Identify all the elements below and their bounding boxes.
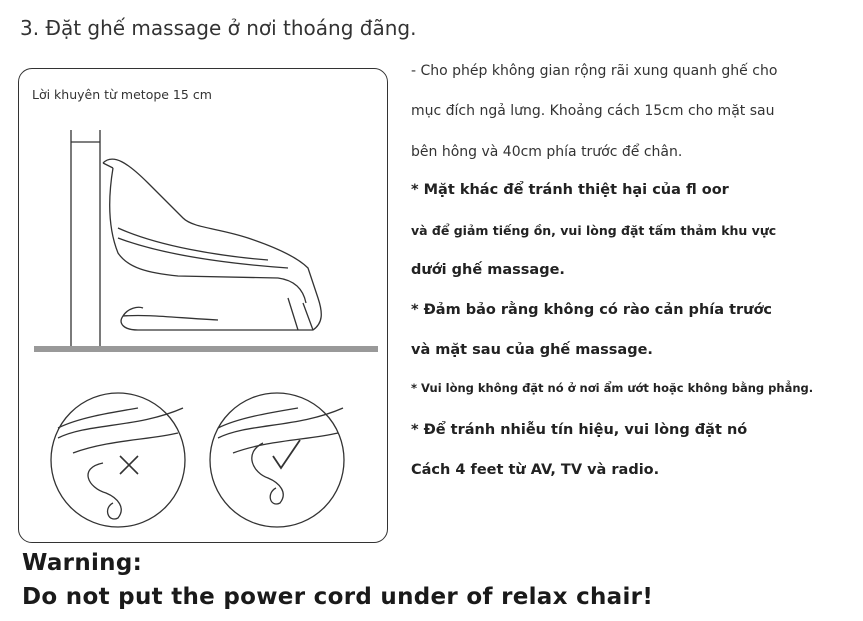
instruction-line: * Đảm bảo rằng không có rào cản phía trư…	[411, 302, 773, 318]
wrong-cross-icon	[119, 455, 139, 475]
chair-side-view	[102, 158, 322, 331]
warning-heading: Warning:	[22, 550, 143, 576]
correct-check-icon	[272, 439, 301, 470]
instruction-line: bên hông và 40cm phía trước để chân.	[411, 144, 683, 160]
instruction-line: * Để tránh nhiễu tín hiệu, vui lòng đặt …	[411, 422, 748, 438]
instruction-line: và để giảm tiếng ồn, vui lòng đặt tấm th…	[411, 223, 777, 238]
instruction-line: * Mặt khác để tránh thiệt hại của fl oor	[411, 182, 729, 198]
instruction-line: * Vui lòng không đặt nó ở nơi ẩm ướt hoặ…	[411, 381, 814, 395]
warning-text: Do not put the power cord under of relax…	[22, 584, 654, 610]
detail-circle-wrong	[50, 392, 186, 528]
instruction-line: - Cho phép không gian rộng rãi xung quan…	[411, 63, 778, 79]
section-title: 3. Đặt ghế massage ở nơi thoáng đãng.	[20, 16, 417, 40]
instruction-line: và mặt sau của ghế massage.	[411, 342, 653, 358]
power-cord-correct	[251, 442, 284, 505]
instruction-line: Cách 4 feet từ AV, TV và radio.	[411, 462, 660, 478]
instruction-line: dưới ghế massage.	[411, 262, 565, 278]
massage-chair-illustration	[34, 130, 378, 528]
illustration-panel	[18, 68, 388, 543]
wall-distance-label: Lời khuyên từ metope 15 cm	[32, 87, 212, 102]
detail-circle-correct	[209, 392, 345, 528]
instruction-line: mục đích ngả lưng. Khoảng cách 15cm cho …	[411, 103, 775, 119]
floor	[34, 346, 378, 352]
power-cord-wrong	[87, 462, 122, 520]
